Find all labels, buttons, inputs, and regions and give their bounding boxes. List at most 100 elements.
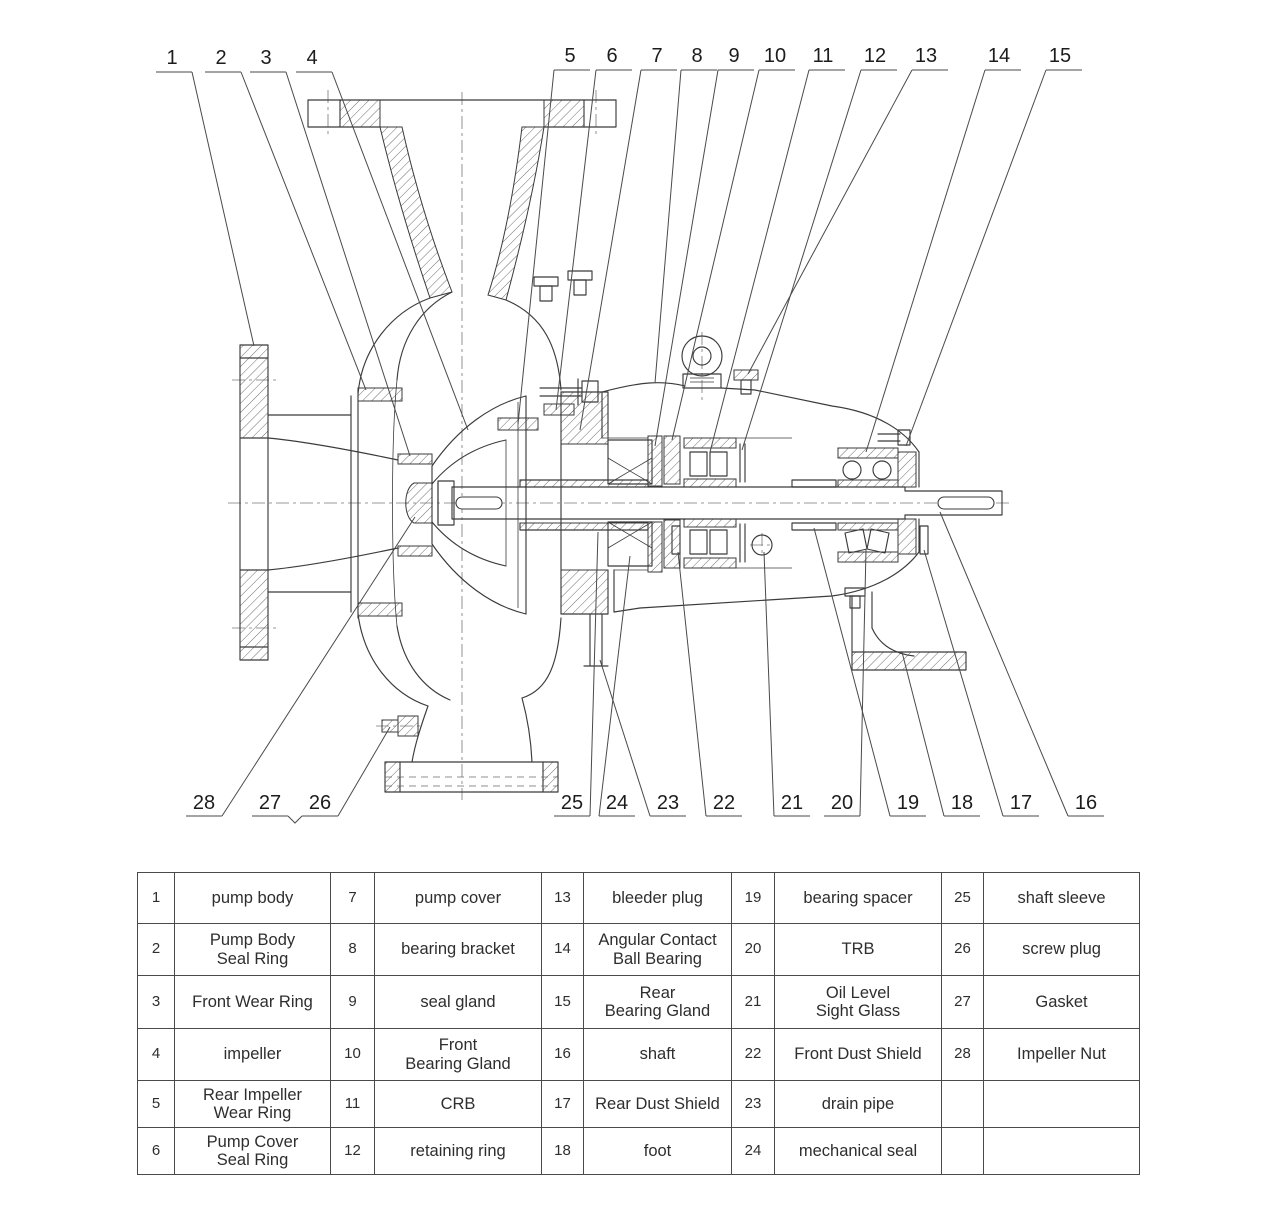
callout-leader-19 [813, 527, 891, 817]
callout-label-13: 13 [915, 45, 937, 67]
callout-label-16: 16 [1075, 792, 1097, 814]
callout-label-18: 18 [951, 792, 973, 814]
callout-24: 24 [598, 555, 635, 817]
part-number-cell-27: 27 [942, 976, 984, 1029]
callout-28: 28 [186, 516, 416, 817]
callout-label-23: 23 [657, 792, 679, 814]
part-number-cell-23: 23 [732, 1081, 775, 1128]
pump-cover-section [560, 391, 653, 667]
callout-5: 5 [517, 45, 590, 425]
callout-label-21: 21 [781, 792, 803, 814]
section-hatching [239, 99, 967, 793]
callout-label-17: 17 [1010, 792, 1032, 814]
part-number-cell-13: 13 [542, 873, 584, 924]
callout-label-25: 25 [561, 792, 583, 814]
shaft-section [451, 479, 1003, 531]
callout-25: 25 [554, 531, 599, 817]
part-number-cell-2: 2 [138, 924, 175, 976]
part-number-cell-25: 25 [942, 873, 984, 924]
impeller-keyway [455, 496, 503, 510]
callout-6: 6 [555, 45, 632, 411]
part-number-cell-10: 10 [331, 1029, 375, 1081]
callout-leader-26 [337, 726, 391, 817]
callout-label-26: 26 [309, 792, 331, 814]
callout-13: 13 [747, 45, 948, 375]
part-name-cell-11: CRB [375, 1081, 542, 1128]
part-name-cell-19: bearing spacer [775, 873, 942, 924]
callout-label-2: 2 [215, 47, 226, 69]
part-name-cell-18: foot [584, 1128, 732, 1175]
part-name-cell-4: impeller [175, 1029, 331, 1081]
callout-label-14: 14 [988, 45, 1010, 67]
callout-leader-11 [709, 69, 810, 453]
callout-label-28: 28 [193, 792, 215, 814]
callout-leader-16 [939, 511, 1069, 817]
callout-27: 27 [252, 792, 288, 817]
pump-cross-section-drawing: 1234567891011121314151617181920212223242… [156, 45, 1104, 824]
callout-18: 18 [901, 651, 980, 817]
pump-body-outline [307, 99, 617, 793]
part-number-cell-18: 18 [542, 1128, 584, 1175]
callout-27-26-notch [287, 815, 303, 824]
callout-2: 2 [205, 47, 367, 391]
part-name-cell-1: pump body [175, 873, 331, 924]
part-number-cell-20: 20 [732, 924, 775, 976]
callout-label-9: 9 [728, 45, 739, 67]
callout-leader-10 [671, 69, 760, 441]
callout-leader-2 [240, 71, 367, 391]
part-name-cell-16: shaft [584, 1029, 732, 1081]
callout-leader-20 [859, 549, 867, 817]
part-name-cell-3: Front Wear Ring [175, 976, 331, 1029]
part-name-cell-22: Front Dust Shield [775, 1029, 942, 1081]
callout-leader-6 [555, 69, 597, 411]
part-number-cell-4: 4 [138, 1029, 175, 1081]
callout-4: 4 [296, 47, 469, 431]
callout-26: 26 [302, 726, 391, 817]
callout-11: 11 [709, 45, 845, 453]
part-name-cell-26: screw plug [984, 924, 1140, 976]
callout-label-4: 4 [306, 47, 317, 69]
part-name-cell-2: Pump Body Seal Ring [175, 924, 331, 976]
callout-leader-22 [677, 551, 707, 817]
callout-20: 20 [824, 549, 867, 817]
part-number-cell-28: 28 [942, 1029, 984, 1081]
callout-label-1: 1 [166, 47, 177, 69]
callout-leader-25 [589, 531, 599, 817]
callout-leader-1 [191, 71, 255, 347]
part-number-cell-5: 5 [138, 1081, 175, 1128]
part-name-cell-7: pump cover [375, 873, 542, 924]
callout-1: 1 [156, 47, 255, 347]
part-number-cell-1: 1 [138, 873, 175, 924]
callout-label-5: 5 [564, 45, 575, 67]
part-name-cell-15: Rear Bearing Gland [584, 976, 732, 1029]
part-number-cell-8: 8 [331, 924, 375, 976]
callout-leader-17 [923, 549, 1004, 817]
part-name-cell-27: Gasket [984, 976, 1140, 1029]
callout-14: 14 [865, 45, 1021, 453]
part-number-cell-14: 14 [542, 924, 584, 976]
callout-label-19: 19 [897, 792, 919, 814]
part-number-cell-6: 6 [138, 1128, 175, 1175]
part-number-cell-24: 24 [732, 1128, 775, 1175]
impeller-section [431, 395, 527, 615]
part-number-cell-9: 9 [331, 976, 375, 1029]
callout-23: 23 [599, 659, 686, 817]
callout-leader-5 [517, 69, 555, 425]
part-name-cell-5: Rear Impeller Wear Ring [175, 1081, 331, 1128]
callout-leader-15 [905, 69, 1047, 447]
part-name-cell-20: TRB [775, 924, 942, 976]
callout-leader-21 [763, 551, 775, 817]
callout-16: 16 [939, 511, 1104, 817]
part-number-cell-15: 15 [542, 976, 584, 1029]
callout-label-11: 11 [813, 45, 834, 67]
callout-21: 21 [763, 551, 810, 817]
callout-leader-13 [747, 69, 913, 375]
callout-label-15: 15 [1049, 45, 1071, 67]
callout-label-7: 7 [651, 45, 662, 67]
callout-label-6: 6 [606, 45, 617, 67]
callout-label-8: 8 [691, 45, 702, 67]
callout-label-3: 3 [260, 47, 271, 69]
callout-9: 9 [654, 45, 754, 447]
